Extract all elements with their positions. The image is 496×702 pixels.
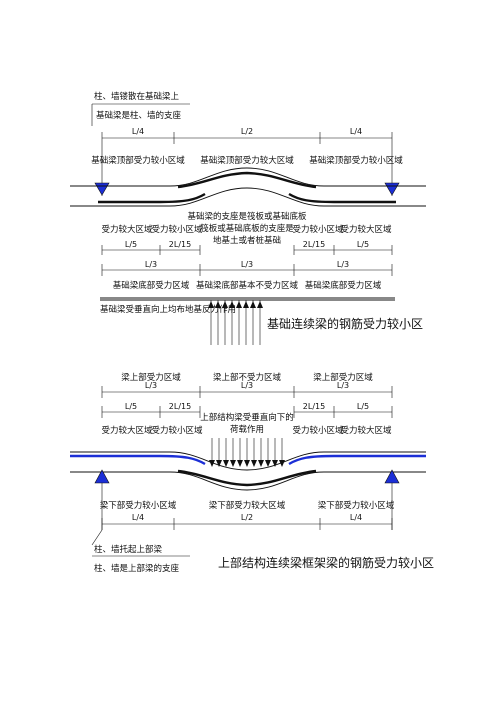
- top-right-support-triangle: [384, 182, 400, 196]
- bottom-dim-2l15-left: 2L/15: [169, 402, 191, 411]
- bottom-load-note-1: 上部结构梁受垂直向下的: [200, 412, 294, 423]
- top-zone-right: 基础梁顶部受力较小区域: [309, 155, 403, 166]
- bottom-rebar-right-top-blue: [288, 454, 426, 466]
- bottom-dim-l3-left: L/3: [145, 381, 157, 390]
- top-diagram: 柱、墙镂散在基础梁上 基础梁是柱、墙的支座 L/4 L/2 L/4 基础梁顶部受…: [70, 91, 426, 345]
- top-dim-left-quarter: L/4: [132, 127, 144, 136]
- top-rebar-right-bottom: [288, 192, 396, 204]
- top-note-line1: 柱、墙镂散在基础梁上: [94, 91, 180, 102]
- top-soil-reaction-arrows: [100, 297, 395, 345]
- bottom-under-zone-left: 梁下部受力较小区域: [100, 500, 177, 511]
- top-rebar-top-arc: [177, 171, 317, 189]
- bottom-beam-lower-edge: [70, 471, 426, 491]
- bottom-under-zone-mid: 梁下部受力较大区域: [209, 500, 286, 511]
- bottom-seg-left-big: 受力较大区域: [101, 425, 153, 436]
- top-span-dim-ticks: [101, 132, 393, 144]
- bottom-dim-l5-right: L/5: [357, 402, 369, 411]
- top-seg-right-small: 受力较小区域: [292, 224, 344, 235]
- bottom-load-arrows: [209, 438, 285, 467]
- bottom-dim-l3-right: L/3: [337, 381, 349, 390]
- top-fifth-dim-ticks: [101, 245, 393, 255]
- top-center-note-1: 基础梁的支座是筏板或基础底板: [187, 211, 307, 222]
- bottom-third-dim-ticks: [101, 386, 393, 398]
- bottom-right-support-triangle: [384, 469, 400, 484]
- bottom-seg-left-small: 受力较小区域: [151, 425, 203, 436]
- bottom-dim-right-quarter: L/4: [350, 513, 362, 522]
- top-dim-l5-left: L/5: [125, 240, 137, 249]
- bottom-seg-right-small: 受力较小区域: [292, 425, 344, 436]
- top-bottom-zone-mid: 基础梁底部基本不受力区域: [196, 280, 299, 291]
- bottom-under-zone-right: 梁下部受力较小区域: [318, 500, 395, 511]
- top-bottom-zone-right: 基础梁底部受力区域: [305, 280, 382, 291]
- bottom-beam-upper-edge: [70, 451, 426, 471]
- bottom-dim-l3-mid: L/3: [241, 381, 253, 390]
- top-dim-l5-right: L/5: [357, 240, 369, 249]
- top-dim-right-quarter: L/4: [350, 127, 362, 136]
- bottom-span-dim-ticks: [101, 518, 393, 530]
- bottom-zone-left: 梁上部受力区域: [121, 372, 181, 383]
- bottom-zone-mid: 梁上部不受力区域: [213, 372, 282, 383]
- bottom-load-note-2: 荷载作用: [230, 424, 264, 435]
- bottom-dim-2l15-right: 2L/15: [303, 402, 325, 411]
- bottom-dim-left-quarter: L/4: [132, 513, 144, 522]
- bottom-title: 上部结构连续梁框架梁的钢筋受力较小区: [218, 555, 434, 570]
- bottom-support-leader: [91, 529, 103, 546]
- top-zone-mid: 基础梁顶部受力较大区域: [200, 155, 294, 166]
- bottom-rebar-left-top-blue: [70, 454, 206, 466]
- top-seg-right-big: 受力较大区域: [340, 224, 392, 235]
- top-dim-l3-left: L/3: [145, 260, 157, 269]
- top-dim-l3-right: L/3: [337, 260, 349, 269]
- top-zone-left: 基础梁顶部受力较小区域: [91, 155, 185, 166]
- bottom-rebar-bottom-arc: [177, 469, 317, 487]
- top-left-support-triangle: [94, 182, 110, 196]
- top-dim-l3-mid: L/3: [241, 260, 253, 269]
- top-center-note-2: 筏板或基础底板的支座是: [200, 223, 294, 234]
- bottom-support-line1: 柱、墙托起上部梁: [94, 544, 163, 555]
- top-beam-lower-edge: [70, 187, 426, 207]
- bottom-diagram: 梁上部受力区域 梁上部不受力区域 梁上部受力区域 L/3 L/3 L/3 L/5…: [70, 372, 434, 574]
- top-dim-2l15-right: 2L/15: [303, 240, 325, 249]
- top-seg-left-small: 受力较小区域: [151, 224, 203, 235]
- top-seg-left-big: 受力较大区域: [101, 224, 153, 235]
- bottom-support-line2: 柱、墙是上部梁的支座: [94, 563, 180, 574]
- top-rebar-left-bottom: [98, 192, 206, 204]
- bottom-fifth-dim-ticks: [101, 406, 393, 418]
- bottom-left-support-triangle: [94, 469, 110, 484]
- bottom-zone-right: 梁上部受力区域: [313, 372, 373, 383]
- bottom-dim-half: L/2: [241, 513, 253, 522]
- bottom-dim-l5-left: L/5: [125, 402, 137, 411]
- top-third-dim-ticks: [101, 264, 393, 276]
- bottom-seg-right-big: 受力较大区域: [340, 425, 392, 436]
- top-soil-note: 基础梁受垂直向上均布地基反力作用: [100, 304, 236, 315]
- top-center-note-3: 地基土或者桩基础: [213, 235, 281, 246]
- top-note-line2: 基础梁是柱、墙的支座: [96, 110, 182, 121]
- top-dim-half: L/2: [241, 127, 253, 136]
- top-dim-2l15-left: 2L/15: [169, 240, 191, 249]
- top-title: 基础连续梁的钢筋受力较小区: [267, 316, 423, 331]
- top-bottom-zone-left: 基础梁底部受力区域: [113, 280, 190, 291]
- top-beam-upper-edge: [70, 167, 426, 187]
